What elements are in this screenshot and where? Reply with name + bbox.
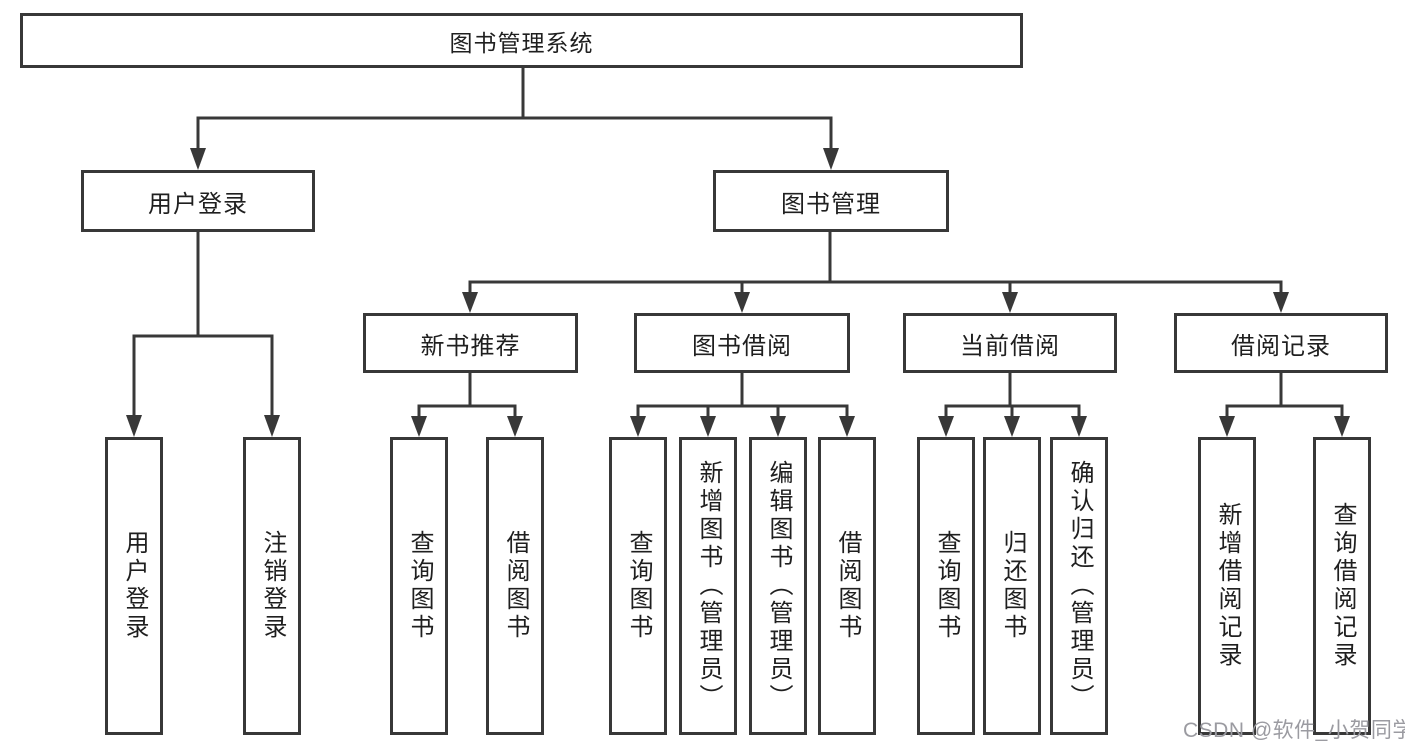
connector-root-to-level2 bbox=[190, 66, 839, 170]
leaf-label: 注销登录 bbox=[259, 530, 286, 642]
leaf-borrow-books-recommend: 借阅图书 bbox=[486, 437, 544, 735]
leaf-label: 新增图书（管理员） bbox=[695, 460, 722, 712]
watermark: CSDN @软件_小贺同学 bbox=[1183, 719, 1405, 742]
leaf-label: 编辑图书（管理员） bbox=[765, 460, 792, 712]
arrowhead-icon bbox=[630, 416, 646, 437]
leaf-user-login: 用户登录 bbox=[105, 437, 163, 735]
arrowhead-icon bbox=[462, 292, 478, 313]
leaf-query-books-current: 查询图书 bbox=[917, 437, 975, 735]
leaf-logout: 注销登录 bbox=[243, 437, 301, 735]
arrowhead-icon bbox=[1004, 416, 1020, 437]
arrowhead-icon bbox=[126, 415, 142, 437]
leaf-label: 归还图书 bbox=[999, 530, 1026, 642]
connector-user-login-children bbox=[126, 230, 280, 437]
connector-book-management-children bbox=[462, 231, 1289, 313]
node-user-login: 用户登录 bbox=[81, 170, 315, 232]
connector-current-borrowing-children bbox=[938, 371, 1087, 437]
arrowhead-icon bbox=[1002, 292, 1018, 313]
arrowhead-icon bbox=[1219, 416, 1235, 437]
leaf-label: 用户登录 bbox=[121, 530, 148, 642]
arrowhead-icon bbox=[411, 416, 427, 437]
leaf-label: 查询借阅记录 bbox=[1329, 502, 1356, 670]
node-book-borrowing: 图书借阅 bbox=[634, 313, 850, 373]
node-borrowing-records: 借阅记录 bbox=[1174, 313, 1388, 373]
arrowhead-icon bbox=[507, 416, 523, 437]
leaf-label: 借阅图书 bbox=[834, 530, 861, 642]
arrowhead-icon bbox=[770, 416, 786, 437]
leaf-label: 确认归还（管理员） bbox=[1066, 460, 1093, 712]
arrowhead-icon bbox=[938, 416, 954, 437]
connector-new-book-children bbox=[411, 371, 523, 437]
node-root: 图书管理系统 bbox=[20, 13, 1023, 68]
leaf-return-books: 归还图书 bbox=[983, 437, 1041, 735]
arrowhead-icon bbox=[1071, 416, 1087, 437]
leaf-add-book-admin: 新增图书（管理员） bbox=[679, 437, 737, 735]
leaf-label: 查询图书 bbox=[933, 530, 960, 642]
leaf-query-borrow-record: 查询借阅记录 bbox=[1313, 437, 1371, 735]
arrowhead-icon bbox=[1334, 416, 1350, 437]
node-current-borrowing: 当前借阅 bbox=[903, 313, 1117, 373]
connector-book-borrowing-children bbox=[630, 371, 855, 437]
leaf-label: 查询图书 bbox=[406, 530, 433, 642]
arrowhead-icon bbox=[190, 148, 206, 170]
arrowhead-icon bbox=[700, 416, 716, 437]
leaf-label: 查询图书 bbox=[625, 530, 652, 642]
leaf-edit-book-admin: 编辑图书（管理员） bbox=[749, 437, 807, 735]
arrowhead-icon bbox=[839, 416, 855, 437]
arrowhead-icon bbox=[264, 415, 280, 437]
arrowhead-icon bbox=[1273, 292, 1289, 313]
node-book-management: 图书管理 bbox=[713, 170, 949, 232]
leaf-borrow-books-borrowing: 借阅图书 bbox=[818, 437, 876, 735]
leaf-label: 新增借阅记录 bbox=[1214, 502, 1241, 670]
node-new-book-recommendation: 新书推荐 bbox=[363, 313, 578, 373]
arrowhead-icon bbox=[823, 148, 839, 170]
leaf-add-borrow-record: 新增借阅记录 bbox=[1198, 437, 1256, 735]
leaf-label: 借阅图书 bbox=[502, 530, 529, 642]
connector-borrowing-records-children bbox=[1219, 371, 1350, 437]
leaf-confirm-return-admin: 确认归还（管理员） bbox=[1050, 437, 1108, 735]
arrowhead-icon bbox=[734, 292, 750, 313]
leaf-query-books-borrowing: 查询图书 bbox=[609, 437, 667, 735]
leaf-query-books-recommend: 查询图书 bbox=[390, 437, 448, 735]
